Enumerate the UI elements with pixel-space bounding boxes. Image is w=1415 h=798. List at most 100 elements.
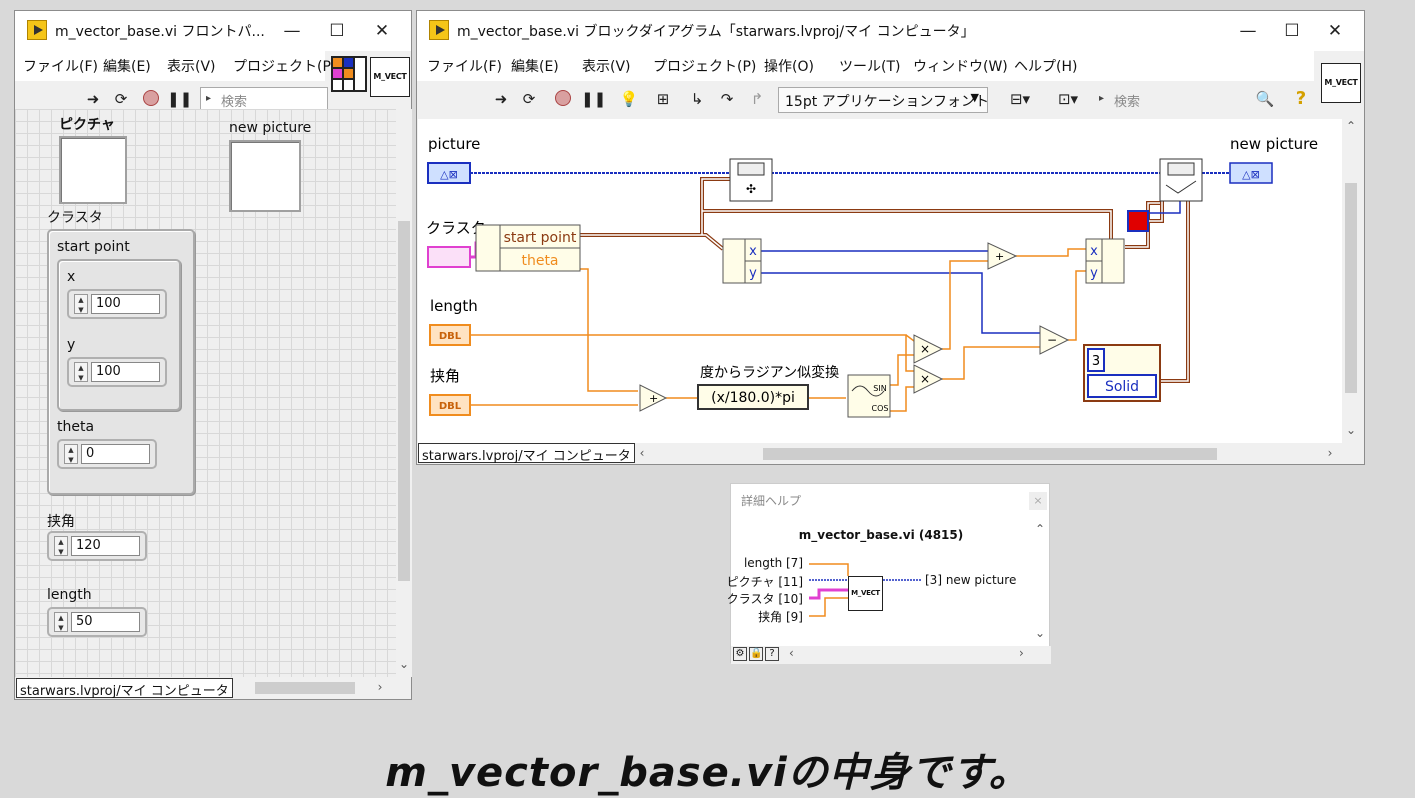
front-panel-titlebar[interactable]: m_vector_base.vi フロントパ... — ☐ ✕ xyxy=(15,11,411,51)
search-input[interactable]: ▸ 検索 xyxy=(1093,87,1293,111)
search-input[interactable]: ▸ 検索 xyxy=(200,87,328,111)
bundle-xy-node[interactable]: x y xyxy=(1085,238,1125,284)
scroll-right-icon[interactable]: › xyxy=(1327,446,1333,460)
angle-terminal[interactable]: DBL xyxy=(429,394,471,416)
scroll-up-icon[interactable]: ⌃ xyxy=(1345,119,1357,133)
help-scroll-down-icon[interactable]: ⌄ xyxy=(1034,626,1046,640)
menu-project[interactable]: プロジェクト(P) xyxy=(233,59,337,75)
new-picture-terminal[interactable]: △⊠ xyxy=(1229,162,1273,184)
minimize-button[interactable]: — xyxy=(1239,21,1257,41)
length-numeric-control[interactable]: ▲▼ 50 xyxy=(47,607,147,637)
retain-wire-values-icon[interactable]: ⊞ xyxy=(656,90,670,108)
block-diagram-hscroll[interactable]: ‹ › xyxy=(633,446,1343,462)
maximize-button[interactable]: ☐ xyxy=(329,21,345,41)
theta-value[interactable]: 0 xyxy=(81,444,150,464)
help-lock-icon[interactable]: 🔒 xyxy=(749,647,763,661)
menu-window[interactable]: ウィンドウ(W) xyxy=(913,59,1008,75)
y-value[interactable]: 100 xyxy=(91,362,160,382)
draw-line-node[interactable] xyxy=(1159,158,1203,202)
run-continuously-icon[interactable]: ⟳ xyxy=(114,90,128,108)
picture-terminal[interactable]: △⊠ xyxy=(427,162,471,184)
menu-tools[interactable]: ツール(T) xyxy=(839,59,901,75)
angle-numeric-control[interactable]: ▲▼ 120 xyxy=(47,531,147,561)
align-objects-icon[interactable]: ⊟▾ xyxy=(1009,90,1031,108)
menu-view[interactable]: 表示(V) xyxy=(167,59,216,75)
pause-icon[interactable]: ❚❚ xyxy=(581,90,607,108)
search-icon[interactable]: 🔍 xyxy=(1255,90,1275,108)
help-scroll-right-icon[interactable]: › xyxy=(1019,646,1024,660)
menu-view[interactable]: 表示(V) xyxy=(582,59,631,75)
help-scroll-left-icon[interactable]: ‹ xyxy=(789,646,794,660)
theta-numeric-control[interactable]: ▲▼ 0 xyxy=(57,439,157,469)
length-spin-icon[interactable]: ▲▼ xyxy=(54,612,68,632)
front-panel-hscroll[interactable]: ‹ › xyxy=(215,680,397,696)
add-angle-node[interactable]: + xyxy=(639,384,668,412)
abort-icon[interactable] xyxy=(139,87,163,111)
front-panel-vscroll[interactable]: ⌄ xyxy=(396,109,412,677)
add-x-node[interactable]: + xyxy=(987,242,1018,270)
x-numeric-control[interactable]: ▲▼ 100 xyxy=(67,289,167,319)
menu-edit[interactable]: 編集(E) xyxy=(103,59,151,75)
sin-cos-node[interactable]: SIN COS xyxy=(847,374,891,418)
pause-icon[interactable]: ❚❚ xyxy=(167,90,193,108)
font-selector[interactable]: 15pt アプリケーションフォント ▼ xyxy=(778,87,989,113)
x-spin-icon[interactable]: ▲▼ xyxy=(74,294,88,314)
context-help-icon[interactable]: ? xyxy=(1295,88,1307,109)
formula-node[interactable]: (x/180.0)*pi xyxy=(697,384,809,410)
maximize-button[interactable]: ☐ xyxy=(1284,21,1300,41)
close-button[interactable]: ✕ xyxy=(374,21,390,41)
run-continuously-icon[interactable]: ⟳ xyxy=(522,90,536,108)
unbundle-xy-node[interactable]: x y xyxy=(722,238,762,284)
translate-picture-node[interactable]: ✣ xyxy=(729,158,773,202)
minimize-button[interactable]: — xyxy=(283,21,301,41)
help-detail-icon[interactable]: ? xyxy=(765,647,779,661)
multiply-node-2[interactable]: × xyxy=(913,364,944,394)
close-button[interactable]: ✕ xyxy=(1327,21,1343,41)
pen-style-constant[interactable]: 3 Solid xyxy=(1083,344,1161,402)
connector-pane-icon[interactable] xyxy=(331,56,367,92)
vscroll-thumb[interactable] xyxy=(398,221,410,581)
vscroll-thumb[interactable] xyxy=(1345,183,1357,393)
y-numeric-control[interactable]: ▲▼ 100 xyxy=(67,357,167,387)
block-diagram-titlebar[interactable]: m_vector_base.vi ブロックダイアグラム「starwars.lvp… xyxy=(417,11,1364,51)
highlight-execution-icon[interactable]: 💡 xyxy=(619,90,639,108)
angle-spin-icon[interactable]: ▲▼ xyxy=(54,536,68,556)
hscroll-thumb[interactable] xyxy=(255,682,355,694)
step-into-icon[interactable]: ↳ xyxy=(690,90,704,108)
x-value[interactable]: 100 xyxy=(91,294,160,314)
abort-icon[interactable] xyxy=(551,87,575,111)
y-spin-icon[interactable]: ▲▼ xyxy=(74,362,88,382)
run-arrow-icon[interactable]: ➜ xyxy=(494,90,508,108)
block-diagram-vscroll[interactable]: ⌃ ⌄ xyxy=(1343,119,1359,443)
scroll-right-icon[interactable]: › xyxy=(377,680,383,694)
distribute-objects-icon[interactable]: ⊡▾ xyxy=(1057,90,1079,108)
length-terminal[interactable]: DBL xyxy=(429,324,471,346)
menu-file[interactable]: ファイル(F) xyxy=(23,59,98,75)
menu-project[interactable]: プロジェクト(P) xyxy=(653,59,757,75)
scroll-left-icon[interactable]: ‹ xyxy=(639,446,645,460)
scroll-down-icon[interactable]: ⌄ xyxy=(398,657,410,671)
block-diagram-canvas[interactable]: picture △⊠ new picture △⊠ クラスタ length DB… xyxy=(418,119,1342,443)
angle-value[interactable]: 120 xyxy=(71,536,140,556)
help-close-button[interactable]: × xyxy=(1029,492,1047,510)
length-value[interactable]: 50 xyxy=(71,612,140,632)
vi-icon[interactable]: M_VECT xyxy=(370,57,410,97)
step-over-icon[interactable]: ↷ xyxy=(720,90,734,108)
help-show-optional-icon[interactable]: ⚙ xyxy=(733,647,747,661)
picture-control[interactable] xyxy=(59,136,127,204)
cluster-terminal[interactable] xyxy=(427,246,471,268)
menu-edit[interactable]: 編集(E) xyxy=(511,59,559,75)
vi-icon[interactable]: M_VECT xyxy=(1321,63,1361,103)
scroll-down-icon[interactable]: ⌄ xyxy=(1345,423,1357,437)
multiply-node-1[interactable]: × xyxy=(913,334,944,364)
help-scroll-up-icon[interactable]: ⌃ xyxy=(1034,522,1046,536)
hscroll-thumb[interactable] xyxy=(763,448,1217,460)
menu-operate[interactable]: 操作(O) xyxy=(764,59,814,75)
color-constant[interactable] xyxy=(1127,210,1149,232)
subtract-y-node[interactable]: − xyxy=(1039,325,1070,355)
menu-help[interactable]: ヘルプ(H) xyxy=(1014,59,1078,75)
run-arrow-icon[interactable]: ➜ xyxy=(86,90,100,108)
theta-spin-icon[interactable]: ▲▼ xyxy=(64,444,78,464)
menu-file[interactable]: ファイル(F) xyxy=(427,59,502,75)
step-out-icon[interactable]: ↱ xyxy=(750,90,764,108)
